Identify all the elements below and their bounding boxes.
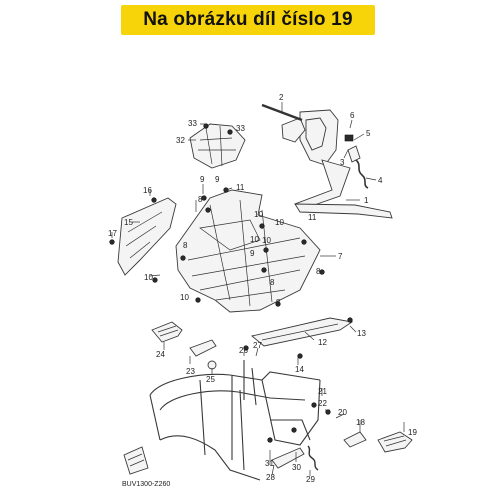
callout-13: 13 <box>357 329 366 338</box>
callout-19: 19 <box>408 428 417 437</box>
callout-23: 23 <box>186 367 195 376</box>
callout-9a: 9 <box>200 175 205 184</box>
diagram-logo <box>123 446 149 475</box>
callout-26: 26 <box>239 346 248 355</box>
banner: Na obrázku díl číslo 19 <box>121 5 375 35</box>
part-23-peg-shaft <box>189 339 217 357</box>
part-15-side-cover <box>117 197 177 276</box>
callout-21: 21 <box>318 387 327 396</box>
callout-2: 2 <box>279 93 284 102</box>
callout-28: 28 <box>266 473 275 482</box>
part-18-peg-shaft <box>343 431 367 448</box>
callout-12: 12 <box>318 338 327 347</box>
callout-22: 22 <box>318 399 327 408</box>
callout-6: 6 <box>350 111 355 120</box>
callout-11b: 11 <box>308 213 317 222</box>
callout-18: 18 <box>356 418 365 427</box>
part-12-side-trim <box>251 317 354 347</box>
callout-7: 7 <box>338 252 343 261</box>
callout-31: 31 <box>265 459 274 468</box>
callout-15: 15 <box>124 218 133 227</box>
callout-17: 17 <box>108 229 117 238</box>
callout-8b: 8 <box>183 241 188 250</box>
callout-8e: 8 <box>316 267 321 276</box>
part-32-inner-cover <box>189 123 246 169</box>
callout-10d: 10 <box>262 236 271 245</box>
callout-29: 29 <box>306 475 315 484</box>
callout-30: 30 <box>292 463 301 472</box>
callout-1: 1 <box>364 196 369 205</box>
main-stand-assembly <box>261 103 393 219</box>
callout-11a: 11 <box>236 183 245 192</box>
callout-33a: 33 <box>188 119 197 128</box>
diagram-code: BUV1300-Z260 <box>122 481 170 488</box>
callout-10f: 10 <box>180 293 189 302</box>
callout-5: 5 <box>366 129 371 138</box>
callout-10a: 10 <box>254 210 263 219</box>
callout-4: 4 <box>378 176 383 185</box>
vehicle-frame <box>149 360 321 481</box>
callout-8c: 8 <box>270 278 275 287</box>
callout-10b: 10 <box>275 218 284 227</box>
callout-3: 3 <box>340 158 345 167</box>
callout-14: 14 <box>295 365 304 374</box>
callout-8a: 8 <box>198 195 203 204</box>
part-25-bolt <box>207 360 217 370</box>
callout-10c: 10 <box>250 235 259 244</box>
callout-25: 25 <box>206 375 215 384</box>
callout-10e: 10 <box>144 273 153 282</box>
callout-24: 24 <box>156 350 165 359</box>
banner-title: Na obrázku díl číslo 19 <box>143 9 353 30</box>
callout-32: 32 <box>176 136 185 145</box>
callout-16: 16 <box>143 186 152 195</box>
callout-9c: 9 <box>250 249 255 258</box>
callout-labels: 1 2 3 4 5 6 7 8 9 9 11 10 10 10 10 9 11 … <box>108 93 417 484</box>
part-19-footrest <box>377 431 413 453</box>
callout-33b: 33 <box>236 124 245 133</box>
part-24-footrest <box>151 321 183 343</box>
leader-lines <box>111 102 405 476</box>
callout-20: 20 <box>338 408 347 417</box>
callout-27: 27 <box>253 341 262 350</box>
callout-8d: 8 <box>276 298 281 307</box>
callout-9b: 9 <box>215 175 220 184</box>
part-7-floor-board <box>175 189 321 313</box>
